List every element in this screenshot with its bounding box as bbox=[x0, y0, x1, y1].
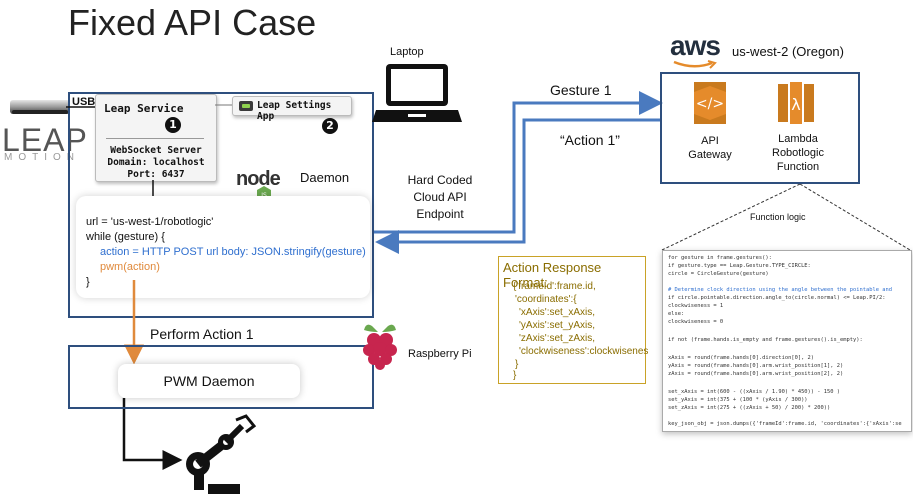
response-line: } bbox=[515, 359, 519, 370]
svg-text:λ: λ bbox=[791, 95, 800, 114]
code-line-while: while (gesture) { bbox=[86, 231, 165, 243]
api-gateway-icon: </> bbox=[694, 82, 726, 124]
websocket-domain: Domain: localhost bbox=[107, 157, 205, 168]
leap-settings-box: Leap Settings App bbox=[232, 96, 352, 122]
gesture-arrow bbox=[374, 91, 663, 234]
action-response-box: Action Response Format: {'frameId':frame… bbox=[498, 256, 649, 384]
function-code-line: zAxis = round(frame.hands[0].arm.wrist_p… bbox=[668, 371, 844, 377]
function-code-line: # Determine clock direction using the an… bbox=[668, 287, 892, 293]
aws-box bbox=[660, 72, 860, 184]
response-line: 'zAxis':set_zAxis, bbox=[519, 333, 596, 344]
settings-app-icon bbox=[239, 101, 253, 111]
function-logic-line-right bbox=[799, 183, 911, 251]
perform-action-label: Perform Action 1 bbox=[150, 326, 254, 342]
pwm-daemon-box: PWM Daemon bbox=[118, 364, 300, 398]
node-logo: node bbox=[236, 168, 281, 190]
lambda-icon: λ bbox=[778, 82, 814, 124]
websocket-server-title: WebSocket Server bbox=[110, 145, 202, 156]
usb-label: USB bbox=[72, 96, 96, 108]
function-code-line: yAxis = round(frame.hands[0].arm.wrist_p… bbox=[668, 363, 844, 369]
badge-2: 2 bbox=[322, 118, 338, 134]
action-arrow bbox=[375, 118, 660, 254]
function-code-line: clockwiseness = 0 bbox=[668, 319, 724, 325]
function-logic-line-left bbox=[661, 183, 801, 251]
function-code-line: set_yAxis = int(375 + (100 * (yAxis / 30… bbox=[668, 397, 808, 403]
api-gateway-label: API Gateway bbox=[688, 135, 732, 161]
aws-region: us-west-2 (Oregon) bbox=[732, 44, 844, 59]
function-code-line: if circle.pointable.direction.angle_to(c… bbox=[668, 295, 886, 301]
function-code-line: for gesture in frame.gestures(): bbox=[668, 255, 772, 261]
raspberry-pi-icon bbox=[363, 324, 397, 370]
response-line: 'yAxis':set_yAxis, bbox=[519, 320, 596, 331]
function-logic-code-box: for gesture in frame.gestures(): if gest… bbox=[662, 250, 912, 432]
action-label: “Action 1” bbox=[560, 132, 620, 148]
code-line-close: } bbox=[86, 276, 90, 288]
function-code-line: clockwiseness = 1 bbox=[668, 303, 724, 309]
page-title: Fixed API Case bbox=[68, 2, 317, 43]
laptop-box bbox=[68, 92, 374, 318]
function-code-line: else: bbox=[668, 311, 685, 317]
code-line-url: url = 'us-west-1/robotlogic' bbox=[86, 216, 214, 228]
robot-connector-arrow bbox=[122, 398, 183, 470]
raspberry-pi-box bbox=[68, 345, 374, 409]
motion-logo: MOTION bbox=[4, 152, 80, 163]
response-line: } bbox=[513, 370, 517, 381]
response-line: {'frameId':frame.id, bbox=[513, 281, 596, 292]
code-line-action: action = HTTP POST url body: JSON.string… bbox=[100, 246, 366, 258]
leap-settings-label: Leap Settings App bbox=[257, 100, 332, 122]
laptop-label: Laptop bbox=[390, 46, 424, 58]
aws-logo: aws bbox=[670, 30, 721, 61]
response-line: 'xAxis':set_xAxis, bbox=[519, 307, 596, 318]
lambda-label: Lambda Robotlogic Function bbox=[772, 133, 824, 173]
code-line-pwm: pwm(action) bbox=[100, 261, 160, 273]
leap-service-label: Leap Service bbox=[104, 102, 184, 115]
function-code-line: key_json_obj = json.dumps({'frameId':fra… bbox=[668, 421, 902, 427]
robot-arm-icon bbox=[186, 414, 257, 494]
svg-text:JS: JS bbox=[260, 192, 267, 199]
function-logic-label: Function logic bbox=[750, 212, 806, 222]
leap-service-box: Leap Service 1 WebSocket Server Domain: … bbox=[95, 94, 217, 182]
function-code-line: xAxis = round(frame.hands[0].direction[0… bbox=[668, 355, 815, 361]
endpoint-label: Hard Coded Cloud API Endpoint bbox=[407, 173, 473, 221]
leap-device-icon bbox=[10, 100, 70, 114]
gesture-label: Gesture 1 bbox=[550, 82, 612, 98]
function-code-line: set_xAxis = int(600 - ((xAxis / 1.90) * … bbox=[668, 389, 841, 395]
websocket-port: Port: 6437 bbox=[127, 169, 185, 180]
response-title: Action Response Format: bbox=[503, 260, 602, 290]
badge-1: 1 bbox=[165, 117, 181, 133]
aws-smile-icon bbox=[673, 60, 717, 69]
leap-logo: LEAP bbox=[2, 122, 88, 158]
svg-text:</>: </> bbox=[696, 96, 724, 112]
laptop-icon bbox=[372, 64, 462, 122]
function-code-line: circle = CircleGesture(gesture) bbox=[668, 271, 769, 277]
function-code-line: if gesture.type == Leap.Gesture.TYPE_CIR… bbox=[668, 263, 811, 269]
response-line: 'coordinates':{ bbox=[515, 294, 577, 305]
function-code-line: if not (frame.hands.is_empty and frame.g… bbox=[668, 337, 863, 343]
function-code-line: set_zAxis = int(275 + ((zAxis + 50) / 20… bbox=[668, 405, 831, 411]
daemon-label: Daemon bbox=[300, 170, 350, 185]
raspberry-pi-label: Raspberry Pi bbox=[408, 348, 472, 360]
daemon-code-box: url = 'us-west-1/robotlogic' while (gest… bbox=[76, 196, 370, 298]
response-line: 'clockwiseness':clockwisenes bbox=[519, 346, 649, 357]
